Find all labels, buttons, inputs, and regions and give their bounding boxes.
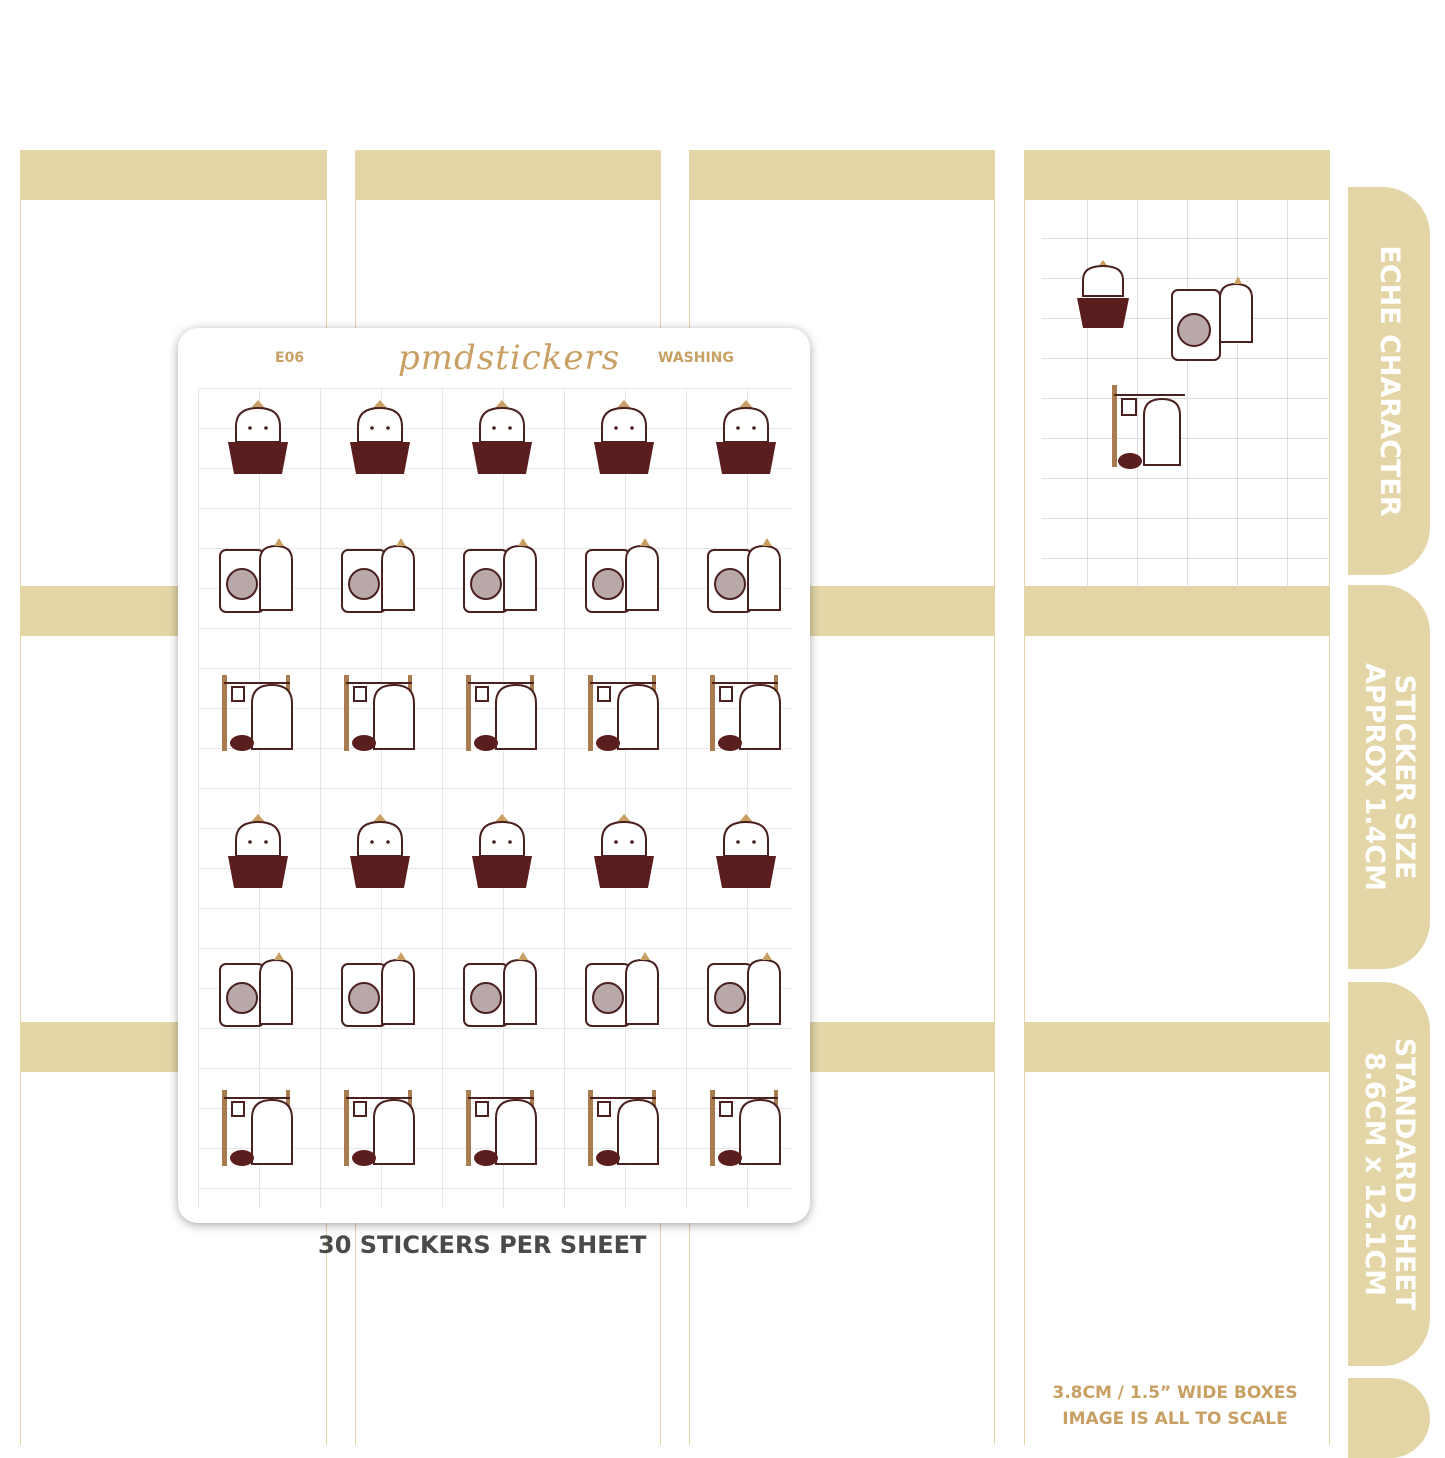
washer-sticker [462, 538, 542, 618]
clothesline-sticker [218, 1088, 298, 1168]
header-band [1024, 150, 1330, 200]
scale-note-line: 3.8CM / 1.5” WIDE BOXES [1052, 1383, 1298, 1403]
tab-eche-character: ECHE CHARACTER [1348, 187, 1430, 575]
clothesline-sticker [706, 673, 786, 753]
sheet-name: WASHING [658, 350, 734, 366]
washer-sticker [462, 952, 542, 1032]
sheet-grid [198, 388, 793, 1208]
scale-note-line: IMAGE IS ALL TO SCALE [1062, 1409, 1288, 1429]
header-band [355, 150, 661, 200]
washer-sticker [340, 538, 420, 618]
washer-sticker [218, 952, 298, 1032]
washer-sticker [706, 538, 786, 618]
clothesline-sticker [462, 1088, 542, 1168]
washer-sticker [340, 952, 420, 1032]
column-line [994, 150, 995, 1445]
clothesline-sticker [584, 1088, 664, 1168]
clothesline-sticker [340, 1088, 420, 1168]
tab-empty [1348, 1378, 1430, 1458]
basket-sticker [218, 814, 298, 894]
preview-clothesline-sticker [1112, 385, 1185, 469]
clothesline-sticker [706, 1088, 786, 1168]
basket-sticker [706, 814, 786, 894]
stickers-per-sheet: 30 STICKERS PER SHEET [318, 1231, 647, 1259]
basket-sticker [584, 814, 664, 894]
clothesline-sticker [584, 673, 664, 753]
clothesline-sticker [218, 673, 298, 753]
column-line [1024, 150, 1025, 1445]
basket-sticker [340, 814, 420, 894]
column-line [1329, 150, 1330, 1445]
basket-sticker [462, 400, 542, 480]
basket-sticker [218, 400, 298, 480]
tab-standard-sheet: STANDARD SHEET 8.6CM x 12.1CM [1348, 982, 1430, 1366]
washer-sticker [218, 538, 298, 618]
clothesline-sticker [462, 673, 542, 753]
sticker-sheet: E06 pmdstickers WASHING [178, 328, 810, 1223]
washer-sticker [584, 538, 664, 618]
preview-washer-sticker [1171, 276, 1253, 361]
basket-sticker [706, 400, 786, 480]
washer-sticker [706, 952, 786, 1032]
header-band [689, 150, 995, 200]
section-band [1024, 1022, 1330, 1072]
brand-logo: pmdstickers [398, 338, 621, 378]
tab-sticker-size: STICKER SIZE APPROX 1.4CM [1348, 585, 1430, 969]
preview-stickers [1077, 260, 1253, 469]
tab-label: STANDARD SHEET 8.6CM x 12.1CM [1359, 1037, 1420, 1311]
basket-sticker [584, 400, 664, 480]
sheet-code: E06 [275, 350, 305, 366]
preview-basket-sticker [1077, 260, 1129, 328]
tab-label: STICKER SIZE APPROX 1.4CM [1359, 663, 1420, 891]
clothesline-sticker [340, 673, 420, 753]
basket-sticker [462, 814, 542, 894]
column-line [20, 150, 21, 1445]
basket-sticker [340, 400, 420, 480]
section-band [1024, 586, 1330, 636]
header-band [20, 150, 327, 200]
tab-label: ECHE CHARACTER [1374, 245, 1405, 517]
washer-sticker [584, 952, 664, 1032]
